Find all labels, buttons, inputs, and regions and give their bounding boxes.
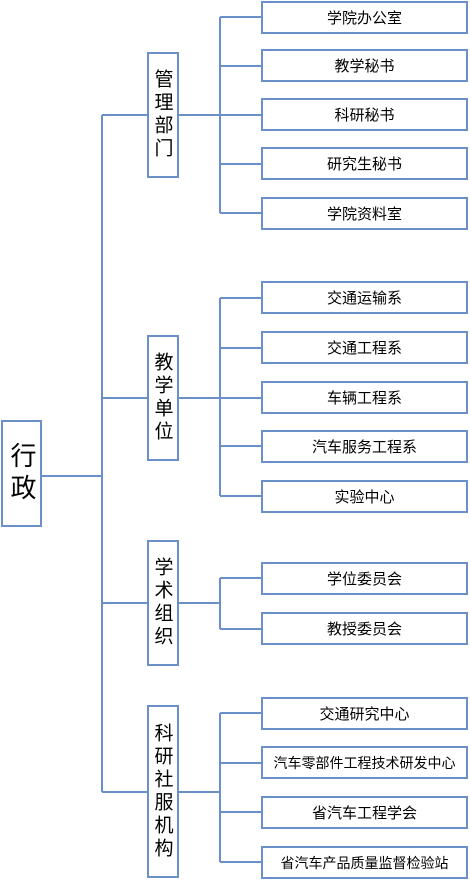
leaf-node: 教学秘书 bbox=[261, 49, 468, 82]
leaf-node: 教授委员会 bbox=[261, 612, 468, 645]
leaf-node: 学院办公室 bbox=[261, 1, 468, 34]
leaf-node: 研究生秘书 bbox=[261, 147, 468, 180]
leaf-node: 实验中心 bbox=[261, 480, 468, 513]
root-node: 行政 bbox=[1, 420, 42, 527]
category-node-research-service: 科研社服机构 bbox=[147, 705, 179, 878]
category-node-management: 管理部门 bbox=[147, 52, 179, 178]
leaf-node: 学位委员会 bbox=[261, 562, 468, 595]
leaf-node: 省汽车工程学会 bbox=[261, 796, 468, 829]
category-node-teaching: 教学单位 bbox=[147, 335, 179, 461]
leaf-node: 车辆工程系 bbox=[261, 381, 468, 414]
leaf-node: 学院资料室 bbox=[261, 197, 468, 230]
leaf-node: 交通运输系 bbox=[261, 281, 468, 314]
leaf-node: 科研秘书 bbox=[261, 98, 468, 131]
leaf-node: 交通工程系 bbox=[261, 331, 468, 364]
leaf-node: 省汽车产品质量监督检验站 bbox=[261, 846, 468, 879]
leaf-node: 交通研究中心 bbox=[261, 697, 468, 730]
leaf-node: 汽车服务工程系 bbox=[261, 430, 468, 463]
category-node-academic: 学术组织 bbox=[147, 540, 179, 666]
leaf-node: 汽车零部件工程技术研发中心 bbox=[261, 746, 468, 779]
